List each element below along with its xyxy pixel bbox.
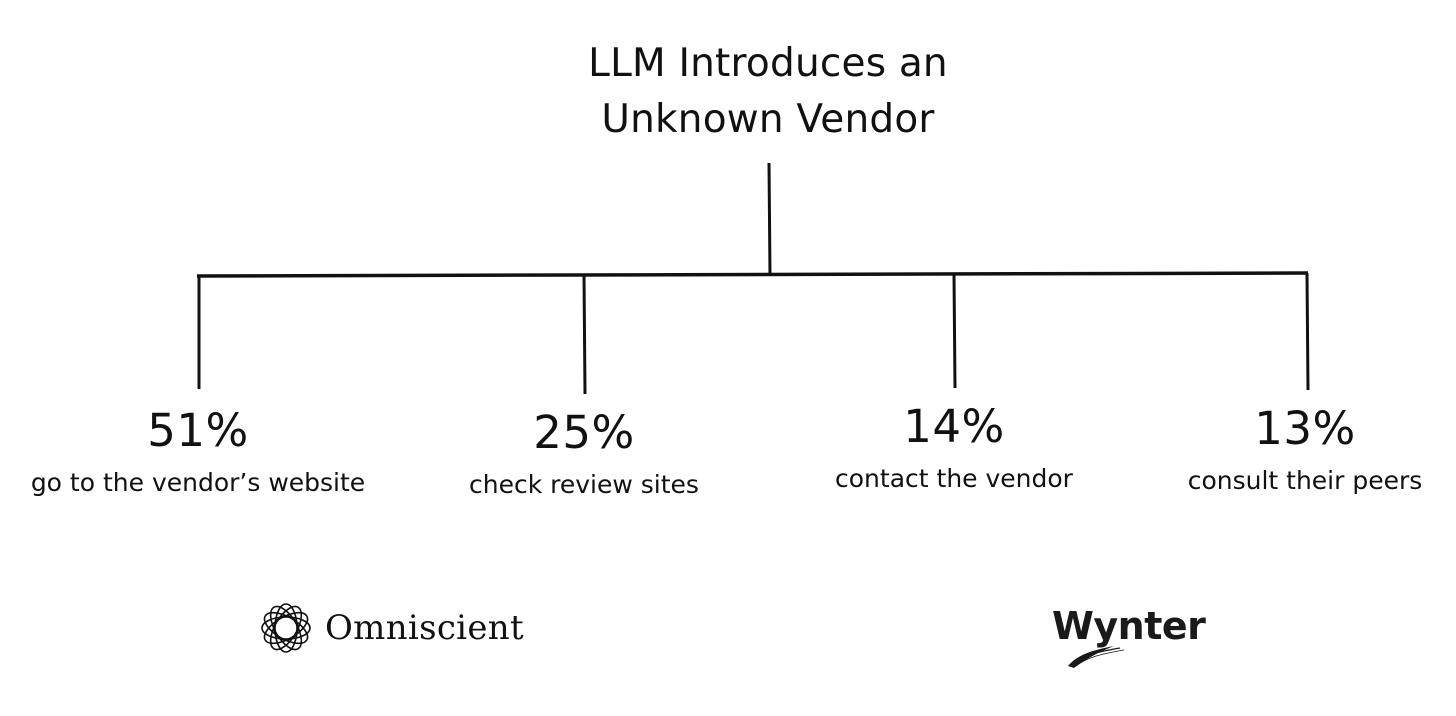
branch-node-2: 25% check review sites <box>394 406 774 500</box>
brush-stroke-icon <box>1068 646 1125 668</box>
horizontal-bar <box>196 271 1309 278</box>
title-line-2: Unknown Vendor <box>601 97 935 142</box>
branch-node-4: 13% consult their peers <box>1115 402 1456 496</box>
branch-node-3: 14% contact the vendor <box>764 400 1144 494</box>
branch-node-1: 51% go to the vendor’s website <box>8 404 388 498</box>
wynter-logo: Wynter <box>1052 604 1206 668</box>
diagram-title: LLM Introduces an Unknown Vendor <box>468 36 1068 148</box>
stat-label: go to the vendor’s website <box>30 468 366 497</box>
stat-value: 51% <box>147 404 249 457</box>
stat-label: contact the vendor <box>835 464 1073 493</box>
stat-value: 14% <box>903 400 1005 453</box>
branch-line-2 <box>582 274 587 395</box>
knot-ring-icon <box>261 603 311 653</box>
omniscient-wordmark: Omniscient <box>325 608 524 648</box>
stat-value: 25% <box>533 406 635 459</box>
wynter-wordmark: Wynter <box>1052 604 1206 648</box>
branch-line-3 <box>952 273 957 389</box>
branch-line-4 <box>1305 272 1310 391</box>
title-line-1: LLM Introduces an <box>588 41 948 86</box>
stat-label: check review sites <box>469 470 699 499</box>
omniscient-logo: Omniscient <box>259 601 524 655</box>
stat-label: consult their peers <box>1187 466 1423 495</box>
trunk-line <box>767 162 772 276</box>
stat-value: 13% <box>1254 402 1356 455</box>
